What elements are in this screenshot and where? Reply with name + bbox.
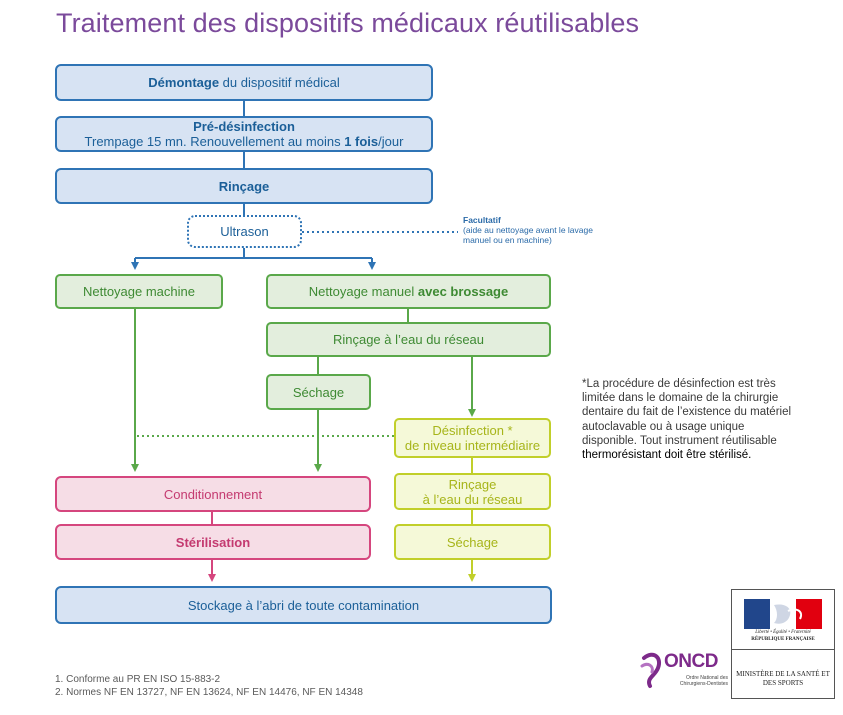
sterilisation-label: Stérilisation (175, 534, 251, 550)
republique-motto: Liberté • Égalité • Fraternité (755, 630, 811, 635)
facultatif-head: Facultatif (463, 215, 501, 225)
step-ultrason: Ultrason (187, 215, 302, 248)
step-predesinfection: Pré-désinfection Trempage 15 mn. Renouve… (55, 116, 433, 152)
step-stockage: Stockage à l’abri de toute contamination (55, 586, 552, 624)
step-nettoyage-machine: Nettoyage machine (55, 274, 223, 309)
ultrason-label: Ultrason (220, 224, 269, 239)
facultatif-text: (aide au nettoyage avant le lavage manue… (463, 225, 593, 245)
step-desinfection: Désinfection * de niveau intermédiaire (394, 418, 551, 458)
step-nettoyage-manuel: Nettoyage manuel avec brossage (266, 274, 551, 309)
side-note-text: *La procédure de désinfection est très l… (582, 378, 792, 447)
step-sechage-2: Séchage (394, 524, 551, 560)
predesinfection-text: Trempage 15 mn. Renouvellement au moins (84, 134, 345, 149)
step-rincage: Rinçage (55, 168, 433, 204)
desinfection-footnote: *La procédure de désinfection est très l… (582, 377, 798, 462)
republique-francaise-logo: Liberté • Égalité • Fraternité RÉPUBLIQU… (731, 589, 835, 699)
desinfection-line2: de niveau intermédiaire (404, 438, 541, 453)
rincage-label: Rinçage (218, 178, 270, 194)
step-rincage-reseau-2: Rinçage à l’eau du réseau (394, 473, 551, 510)
rincage-reseau-label: Rinçage à l’eau du réseau (332, 332, 485, 347)
step-conditionnement: Conditionnement (55, 476, 371, 512)
oncd-logo-subtitle: Ordre National des Chirurgiens-Dentistes (679, 675, 728, 687)
rincage-reseau-2-line2: à l’eau du réseau (422, 491, 523, 507)
step-demontage: Démontage du dispositif médical (55, 64, 433, 101)
predesinfection-frequency: 1 fois (344, 134, 379, 149)
republique-divider (732, 649, 834, 650)
stockage-label: Stockage à l’abri de toute contamination (187, 597, 420, 613)
step-rincage-reseau: Rinçage à l’eau du réseau (266, 322, 551, 357)
predesinfection-title: Pré-désinfection (193, 119, 295, 134)
side-note-emphasis: thermorésistant doit être stérilisé. (582, 449, 752, 462)
step-sterilisation: Stérilisation (55, 524, 371, 560)
demontage-bold: Démontage (148, 75, 220, 90)
facultatif-note: Facultatif (aide au nettoyage avant le l… (463, 215, 623, 245)
rincage-reseau-2-line1: Rinçage (448, 476, 497, 492)
desinfection-line1: Désinfection * (432, 423, 513, 438)
oncd-logo-name: ONCD (664, 651, 718, 672)
nettoyage-manuel-label: Nettoyage manuel (308, 284, 418, 299)
nettoyage-machine-label: Nettoyage machine (82, 284, 195, 299)
footnote-2: 2. Normes NF EN 13727, NF EN 13624, NF E… (55, 687, 363, 698)
step-sechage: Séchage (266, 374, 371, 410)
nettoyage-manuel-bold: avec brossage (417, 284, 509, 299)
conditionnement-label: Conditionnement (163, 486, 263, 502)
footnotes: 1. Conforme au PR EN ISO 15-883-2 2. Nor… (55, 673, 363, 699)
sechage-label: Séchage (292, 384, 345, 400)
republique-name: RÉPUBLIQUE FRANÇAISE (751, 637, 815, 642)
oncd-logo-icon (640, 652, 661, 688)
predesinfection-unit: /jour (378, 134, 404, 149)
sechage-2-label: Séchage (446, 534, 499, 550)
demontage-rest: du dispositif médical (219, 75, 340, 90)
page-title: Traitement des dispositifs médicaux réut… (56, 8, 640, 38)
footnote-1: 1. Conforme au PR EN ISO 15-883-2 (55, 674, 221, 685)
marianne-flag-icon (744, 599, 822, 629)
ministere-name: MINISTÈRE DE LA SANTÉ ET DES SPORTS (736, 670, 830, 687)
